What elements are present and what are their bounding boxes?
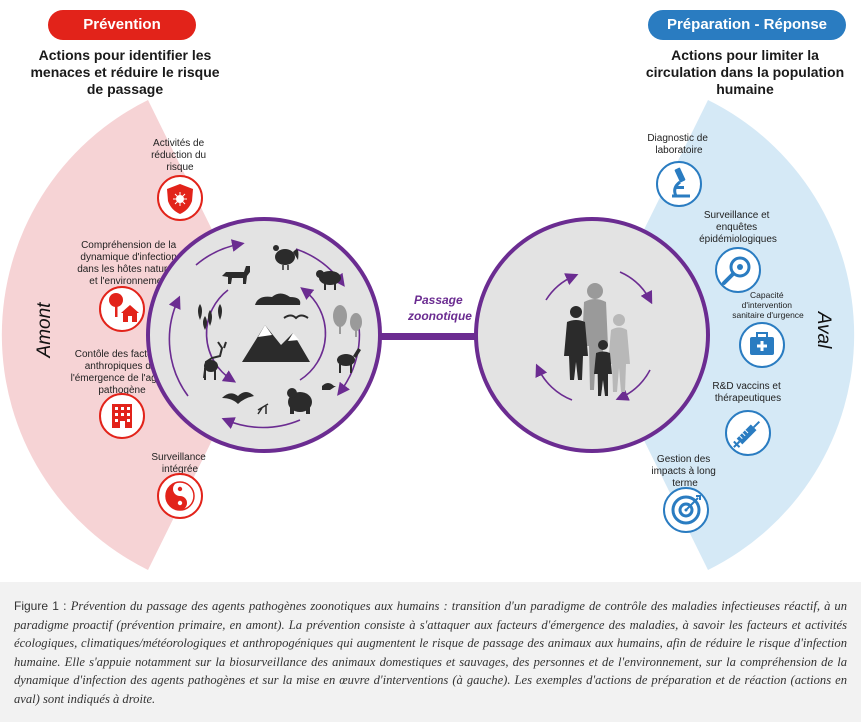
goat-icon [337, 348, 361, 373]
bird-icon [283, 314, 309, 320]
deer-icon [203, 341, 227, 380]
circulation-arrows-right [535, 271, 653, 401]
aval-label: Aval [813, 311, 834, 349]
rd-vaccines-label: R&D vaccins et thérapeutiques [712, 381, 783, 404]
dog-icon [222, 266, 250, 284]
anthropic-factors-label: Contôle des facteurs anthropiques de l'é… [71, 349, 174, 396]
long-term-impacts-label: Gestion des impacts à long terme [651, 454, 718, 489]
prevention-subtitle-line: de passage [86, 81, 164, 97]
tree-house-icon [99, 286, 145, 332]
magnifier-virus-icon [715, 247, 761, 293]
sheep-icon [316, 270, 341, 290]
turkey-icon [273, 245, 299, 270]
prevention-badge: Prévention [48, 10, 196, 40]
lab-diagnosis-label: Diagnostic de laboratoire [647, 133, 710, 156]
landscape-mountains-icon [242, 325, 310, 362]
plants-icon [198, 304, 222, 330]
medical-kit-icon [739, 322, 785, 368]
prevention-sector [1, 100, 265, 570]
preparation-subtitle: Actions pour limiter la circulation dans… [630, 47, 860, 98]
preparation-subtitle-line: Actions pour limiter la [671, 47, 819, 63]
caption-background [0, 582, 861, 722]
mosquito-icon [257, 403, 269, 415]
epidemiology-label: Surveillance et enquêtes épidémiologique… [699, 210, 777, 245]
integrated-surveillance-label: Surveillance intégrée [151, 452, 208, 475]
shield-virus-icon [157, 175, 203, 221]
trees-icon [333, 305, 362, 337]
microscope-icon [656, 161, 702, 207]
rodent-icon [322, 383, 336, 390]
preparation-sector [592, 100, 855, 570]
bat-icon [222, 392, 254, 404]
figure-caption-text: Prévention du passage des agents pathogè… [14, 599, 847, 706]
gorilla-icon [287, 388, 312, 414]
prevention-subtitle-line: Actions pour identifier les [38, 47, 212, 63]
preparation-subtitle-line: circulation dans la population [645, 64, 845, 80]
yin-yang-icon [157, 473, 203, 519]
passage-zoonotique-label: Passage zoonotique [407, 293, 472, 323]
figure-caption: Figure 1 : Prévention du passage des age… [14, 597, 847, 709]
amont-label: Amont [34, 302, 55, 359]
preparation-subtitle-line: humaine [716, 81, 774, 97]
zoonotic-prevention-diagram: Amont Aval Activités de réduction du ris… [1, 100, 855, 570]
risk-reduction-label: Activités de réduction du risque [151, 138, 209, 173]
target-icon [663, 487, 709, 533]
building-icon [99, 393, 145, 439]
infection-dynamics-label: Compréhension de la dynamique d'infectio… [77, 240, 183, 287]
prevention-subtitle-line: menaces et réduire le risque [30, 64, 220, 80]
figure-caption-label: Figure 1 : [14, 599, 71, 613]
prevention-subtitle: Actions pour identifier les menaces et r… [20, 47, 230, 98]
cloud-icon [255, 293, 301, 305]
emergency-capacity-label: Capacité d'intervention sanitaire d'urge… [732, 290, 804, 320]
syringe-icon [725, 410, 771, 456]
preparation-response-badge: Préparation - Réponse [648, 10, 846, 40]
human-family-icon [564, 283, 630, 396]
